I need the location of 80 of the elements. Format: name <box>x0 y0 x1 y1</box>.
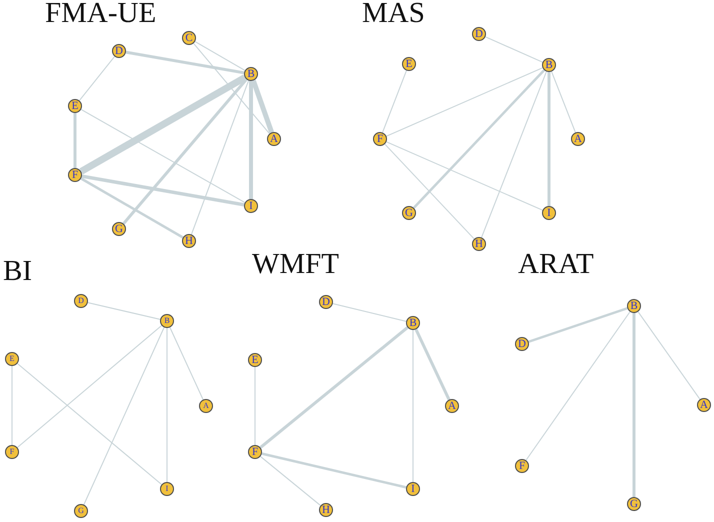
network-edge <box>638 311 700 400</box>
panel-title: MAS <box>362 0 425 28</box>
network-edge <box>83 326 165 506</box>
node-circle: G <box>627 497 641 511</box>
network-edge <box>193 42 270 134</box>
panel-title: FMA-UE <box>45 0 156 28</box>
node-circle: B <box>542 58 556 72</box>
network-edge <box>126 50 244 74</box>
node-circle: F <box>68 168 82 182</box>
node-circle: H <box>319 503 333 517</box>
network-edge <box>80 108 246 204</box>
node-circle: F <box>515 459 529 473</box>
panel-title: WMFT <box>252 250 339 279</box>
network-edge <box>74 113 76 168</box>
node-circle: C <box>182 31 196 45</box>
node-circle: F <box>248 445 262 459</box>
network-edge <box>87 302 161 320</box>
network-edge <box>260 456 322 506</box>
network-edge <box>259 326 409 449</box>
node-circle: A <box>571 132 585 146</box>
network-edge <box>254 366 256 446</box>
node-circle: I <box>244 199 258 213</box>
network-edge <box>632 313 636 497</box>
node-circle: D <box>472 27 486 41</box>
network-edge <box>16 325 162 448</box>
network-edge <box>79 74 247 175</box>
node-circle: I <box>542 206 556 220</box>
network-edge <box>169 326 204 400</box>
panel-title: BI <box>3 257 32 286</box>
node-circle: B <box>244 67 258 81</box>
network-edge <box>528 307 628 343</box>
node-circle: E <box>68 99 82 113</box>
network-edge <box>548 72 550 206</box>
node-circle: F <box>5 445 19 459</box>
node-circle: B <box>406 316 420 330</box>
network-edge <box>16 363 162 485</box>
network-edge <box>384 144 475 240</box>
node-circle: B <box>627 299 641 313</box>
panel-title: ARAT <box>518 250 594 279</box>
node-circle: A <box>267 132 281 146</box>
network-edge <box>82 174 244 206</box>
node-circle: D <box>112 44 126 58</box>
node-circle: E <box>5 352 19 366</box>
node-circle: G <box>112 222 126 236</box>
network-edge <box>332 303 407 322</box>
network-edge <box>484 36 544 63</box>
node-circle: B <box>160 314 174 328</box>
node-circle: A <box>445 399 459 413</box>
network-edge <box>526 311 630 461</box>
network-edge <box>382 70 407 133</box>
network-edge <box>386 67 544 137</box>
network-edge <box>551 71 576 133</box>
node-circle: D <box>319 295 333 309</box>
network-edge <box>412 330 414 482</box>
network-edge <box>249 81 253 199</box>
node-circle: H <box>182 234 196 248</box>
network-edge <box>414 328 450 400</box>
network-edge <box>194 41 246 71</box>
network-edge <box>166 328 168 482</box>
network-edge <box>122 78 248 225</box>
node-circle: I <box>406 482 420 496</box>
node-circle: A <box>199 399 213 413</box>
node-circle: H <box>472 237 486 251</box>
network-edge <box>386 141 544 211</box>
node-circle: I <box>160 482 174 496</box>
node-circle: E <box>402 57 416 71</box>
network-edge <box>250 80 274 134</box>
network-edge <box>412 69 546 209</box>
node-circle: G <box>74 504 88 518</box>
node-circle: D <box>515 337 529 351</box>
node-circle: E <box>248 353 262 367</box>
node-circle: A <box>697 398 711 412</box>
network-edge <box>190 80 250 235</box>
node-circle: G <box>402 206 416 220</box>
network-edge <box>481 71 547 238</box>
node-circle: F <box>373 132 387 146</box>
network-edge <box>80 177 184 239</box>
node-circle: D <box>74 294 88 308</box>
network-edge <box>262 452 406 489</box>
network-edge <box>78 56 116 102</box>
